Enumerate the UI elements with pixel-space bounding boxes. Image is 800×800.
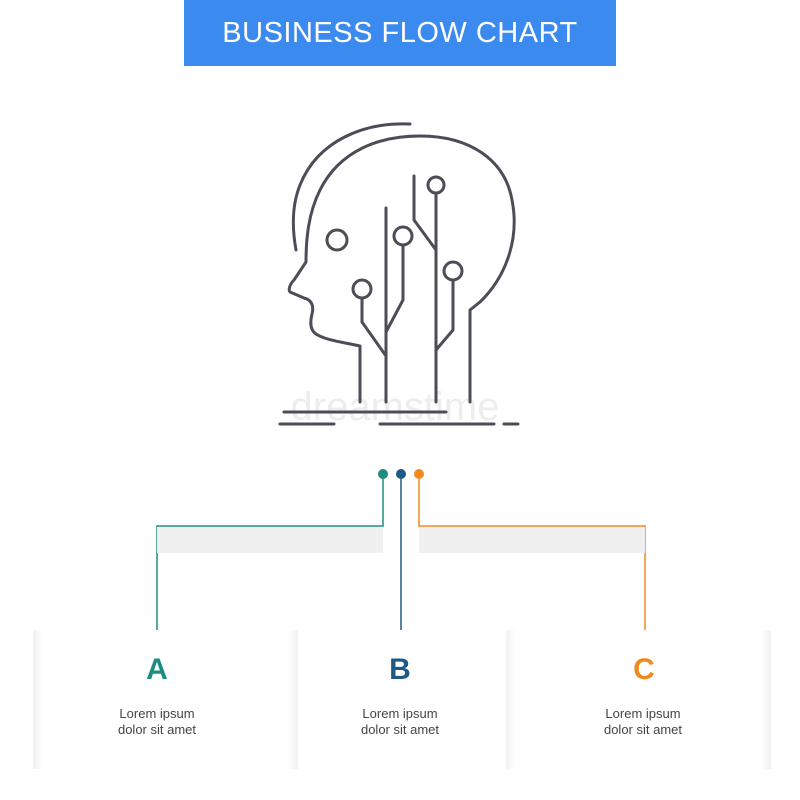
step-caption-a: Lorem ipsum dolor sit amet xyxy=(77,706,237,738)
connector-dot-c xyxy=(414,469,424,479)
step-letter-c: C xyxy=(633,653,655,686)
step-caption-b: Lorem ipsum dolor sit amet xyxy=(320,706,480,738)
step-panel-b xyxy=(300,630,504,769)
connector-dot-b xyxy=(396,469,406,479)
step-caption-line1: Lorem ipsum xyxy=(605,706,681,721)
step-caption-line2: dolor sit amet xyxy=(603,722,683,737)
connector-shadow-left xyxy=(157,527,383,553)
step-caption-line2: dolor sit amet xyxy=(117,722,197,737)
step-letter-a: A xyxy=(146,653,168,686)
connector-shadow-right xyxy=(419,527,645,553)
step-caption-line2: dolor sit amet xyxy=(360,722,440,737)
watermark-text: dreamstime xyxy=(291,385,500,429)
connector-dot-a xyxy=(378,469,388,479)
step-panel-c xyxy=(506,630,771,769)
step-caption-line1: Lorem ipsum xyxy=(119,706,195,721)
title-banner: BUSINESS FLOW CHART xyxy=(184,0,616,66)
connector-line-c xyxy=(418,473,646,636)
step-panel-a xyxy=(33,630,298,769)
connector-line-a xyxy=(156,473,384,636)
head-circuit-icon xyxy=(278,122,520,426)
page-title: BUSINESS FLOW CHART xyxy=(222,16,578,49)
step-caption-c: Lorem ipsum dolor sit amet xyxy=(563,706,723,738)
step-letter-b: B xyxy=(389,653,411,686)
step-caption-line1: Lorem ipsum xyxy=(362,706,438,721)
